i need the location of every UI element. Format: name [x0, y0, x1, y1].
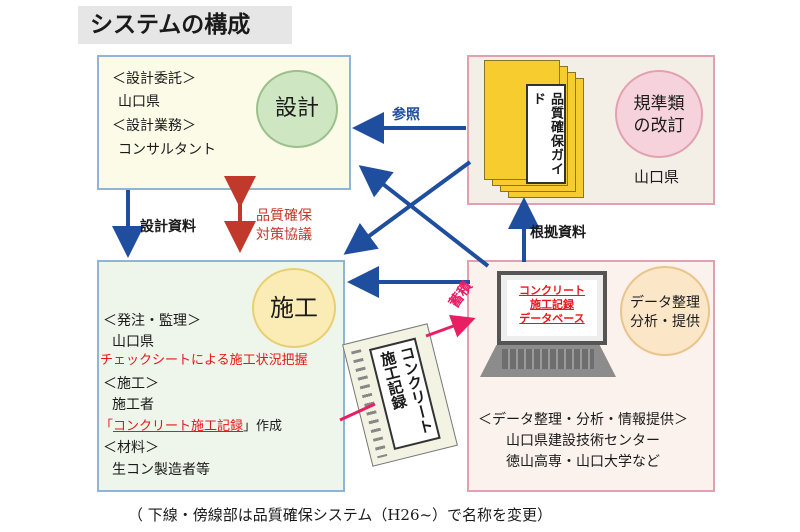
construction-line: ＜施工＞ [103, 376, 159, 392]
record-link-line [339, 402, 376, 422]
footnote-caption: （ 下線・傍線部は品質確保システム（H26~）で名称を変更） [128, 506, 553, 524]
screen-line2: 施工記録 [530, 298, 574, 311]
rules-circle: 規準類 の改訂 [615, 70, 703, 158]
quality-guide-label: 品質確保ガイド [526, 84, 566, 184]
design-line: ＜設計委託＞ [112, 71, 196, 87]
quality-label-1: 品質確保 [256, 208, 312, 224]
quote-open: 「 [100, 419, 114, 434]
construction-line: 生コン製造者等 [112, 462, 210, 478]
rules-circle-line2: の改訂 [633, 116, 685, 136]
construction-circle: 施工 [252, 268, 336, 348]
construction-line-highlight: チェックシートによる施工状況把握 [100, 353, 308, 368]
screen-line1: コンクリート [519, 284, 585, 297]
data-circle: データ整理 分析・提供 [620, 266, 710, 356]
reference-label: 参照 [392, 107, 420, 123]
construction-line: 施工者 [112, 397, 154, 413]
screen-line3: データベース [519, 312, 585, 325]
data-line: 山口県建設技術センター [506, 433, 660, 449]
construction-record-line: 「コンクリート施工記録」作成 [100, 418, 282, 436]
construction-line: ＜材料＞ [103, 440, 159, 456]
database-laptop-screen: コンクリート 施工記録 データベース [497, 271, 607, 345]
design-circle: 設計 [256, 70, 338, 148]
design-docs-label: 設計資料 [140, 219, 196, 235]
laptop-keyboard-icon [480, 345, 616, 377]
quality-label-2: 対策協議 [256, 227, 312, 243]
rules-circle-line1: 規準類 [633, 94, 685, 114]
design-line: コンサルタント [118, 142, 216, 158]
design-line: 山口県 [118, 94, 160, 110]
cross-arrow-to-design [358, 165, 490, 268]
data-circle-line1: データ整理 [630, 295, 700, 311]
database-screen: コンクリート 施工記録 データベース [507, 280, 597, 336]
evidence-label: 根拠資料 [530, 225, 586, 241]
construction-line: ＜発注・監理＞ [103, 313, 201, 329]
quote-close: 」作成 [243, 419, 283, 434]
data-line: 徳山高専・山口大学など [506, 454, 660, 470]
rules-owner: 山口県 [634, 168, 680, 186]
design-line: ＜設計業務＞ [112, 118, 196, 134]
construction-line: 山口県 [112, 334, 154, 350]
record-name-underlined: コンクリート施工記録 [113, 419, 244, 434]
data-line: ＜データ整理・分析・情報提供＞ [478, 412, 688, 428]
accumulate-arrow [425, 314, 476, 338]
page-title: システムの構成 [78, 6, 292, 44]
data-circle-line2: 分析・提供 [630, 314, 700, 330]
